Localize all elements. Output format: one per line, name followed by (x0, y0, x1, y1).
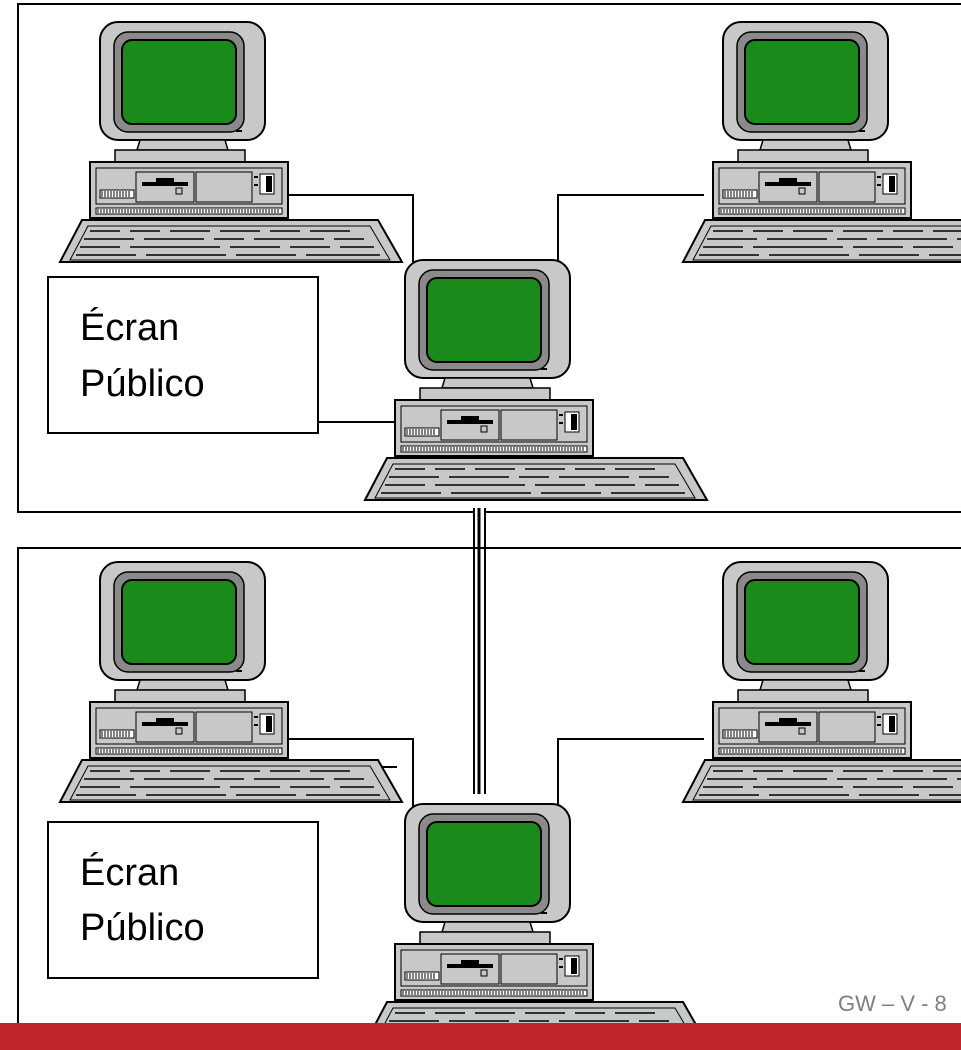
network-bottom-frame (17, 547, 961, 1050)
computer-server (364, 803, 708, 1045)
label-line1: Écran (80, 851, 179, 894)
link-left-to-server (278, 738, 414, 808)
label-line2: Público (80, 907, 205, 949)
label-box: Écran Público (47, 276, 319, 434)
computer-server (364, 259, 708, 501)
network-top: Écran Público (17, 3, 961, 513)
label-box: Écran Público (47, 821, 319, 979)
network-bottom: Écran Público (17, 547, 961, 1050)
computer-left (59, 561, 403, 803)
label-line1: Écran (80, 306, 179, 349)
computer-left (59, 21, 403, 263)
label-line2: Público (80, 363, 205, 405)
link-right-to-server (557, 194, 704, 262)
footer-bar (0, 1023, 961, 1050)
computer-right (682, 21, 961, 263)
network-top-frame (17, 3, 961, 513)
trunk-link (473, 508, 486, 794)
link-left-to-server (278, 194, 414, 262)
computer-right (682, 561, 961, 803)
link-right-to-server (557, 738, 704, 808)
slide-number: GW – V - 8 (838, 991, 947, 1016)
